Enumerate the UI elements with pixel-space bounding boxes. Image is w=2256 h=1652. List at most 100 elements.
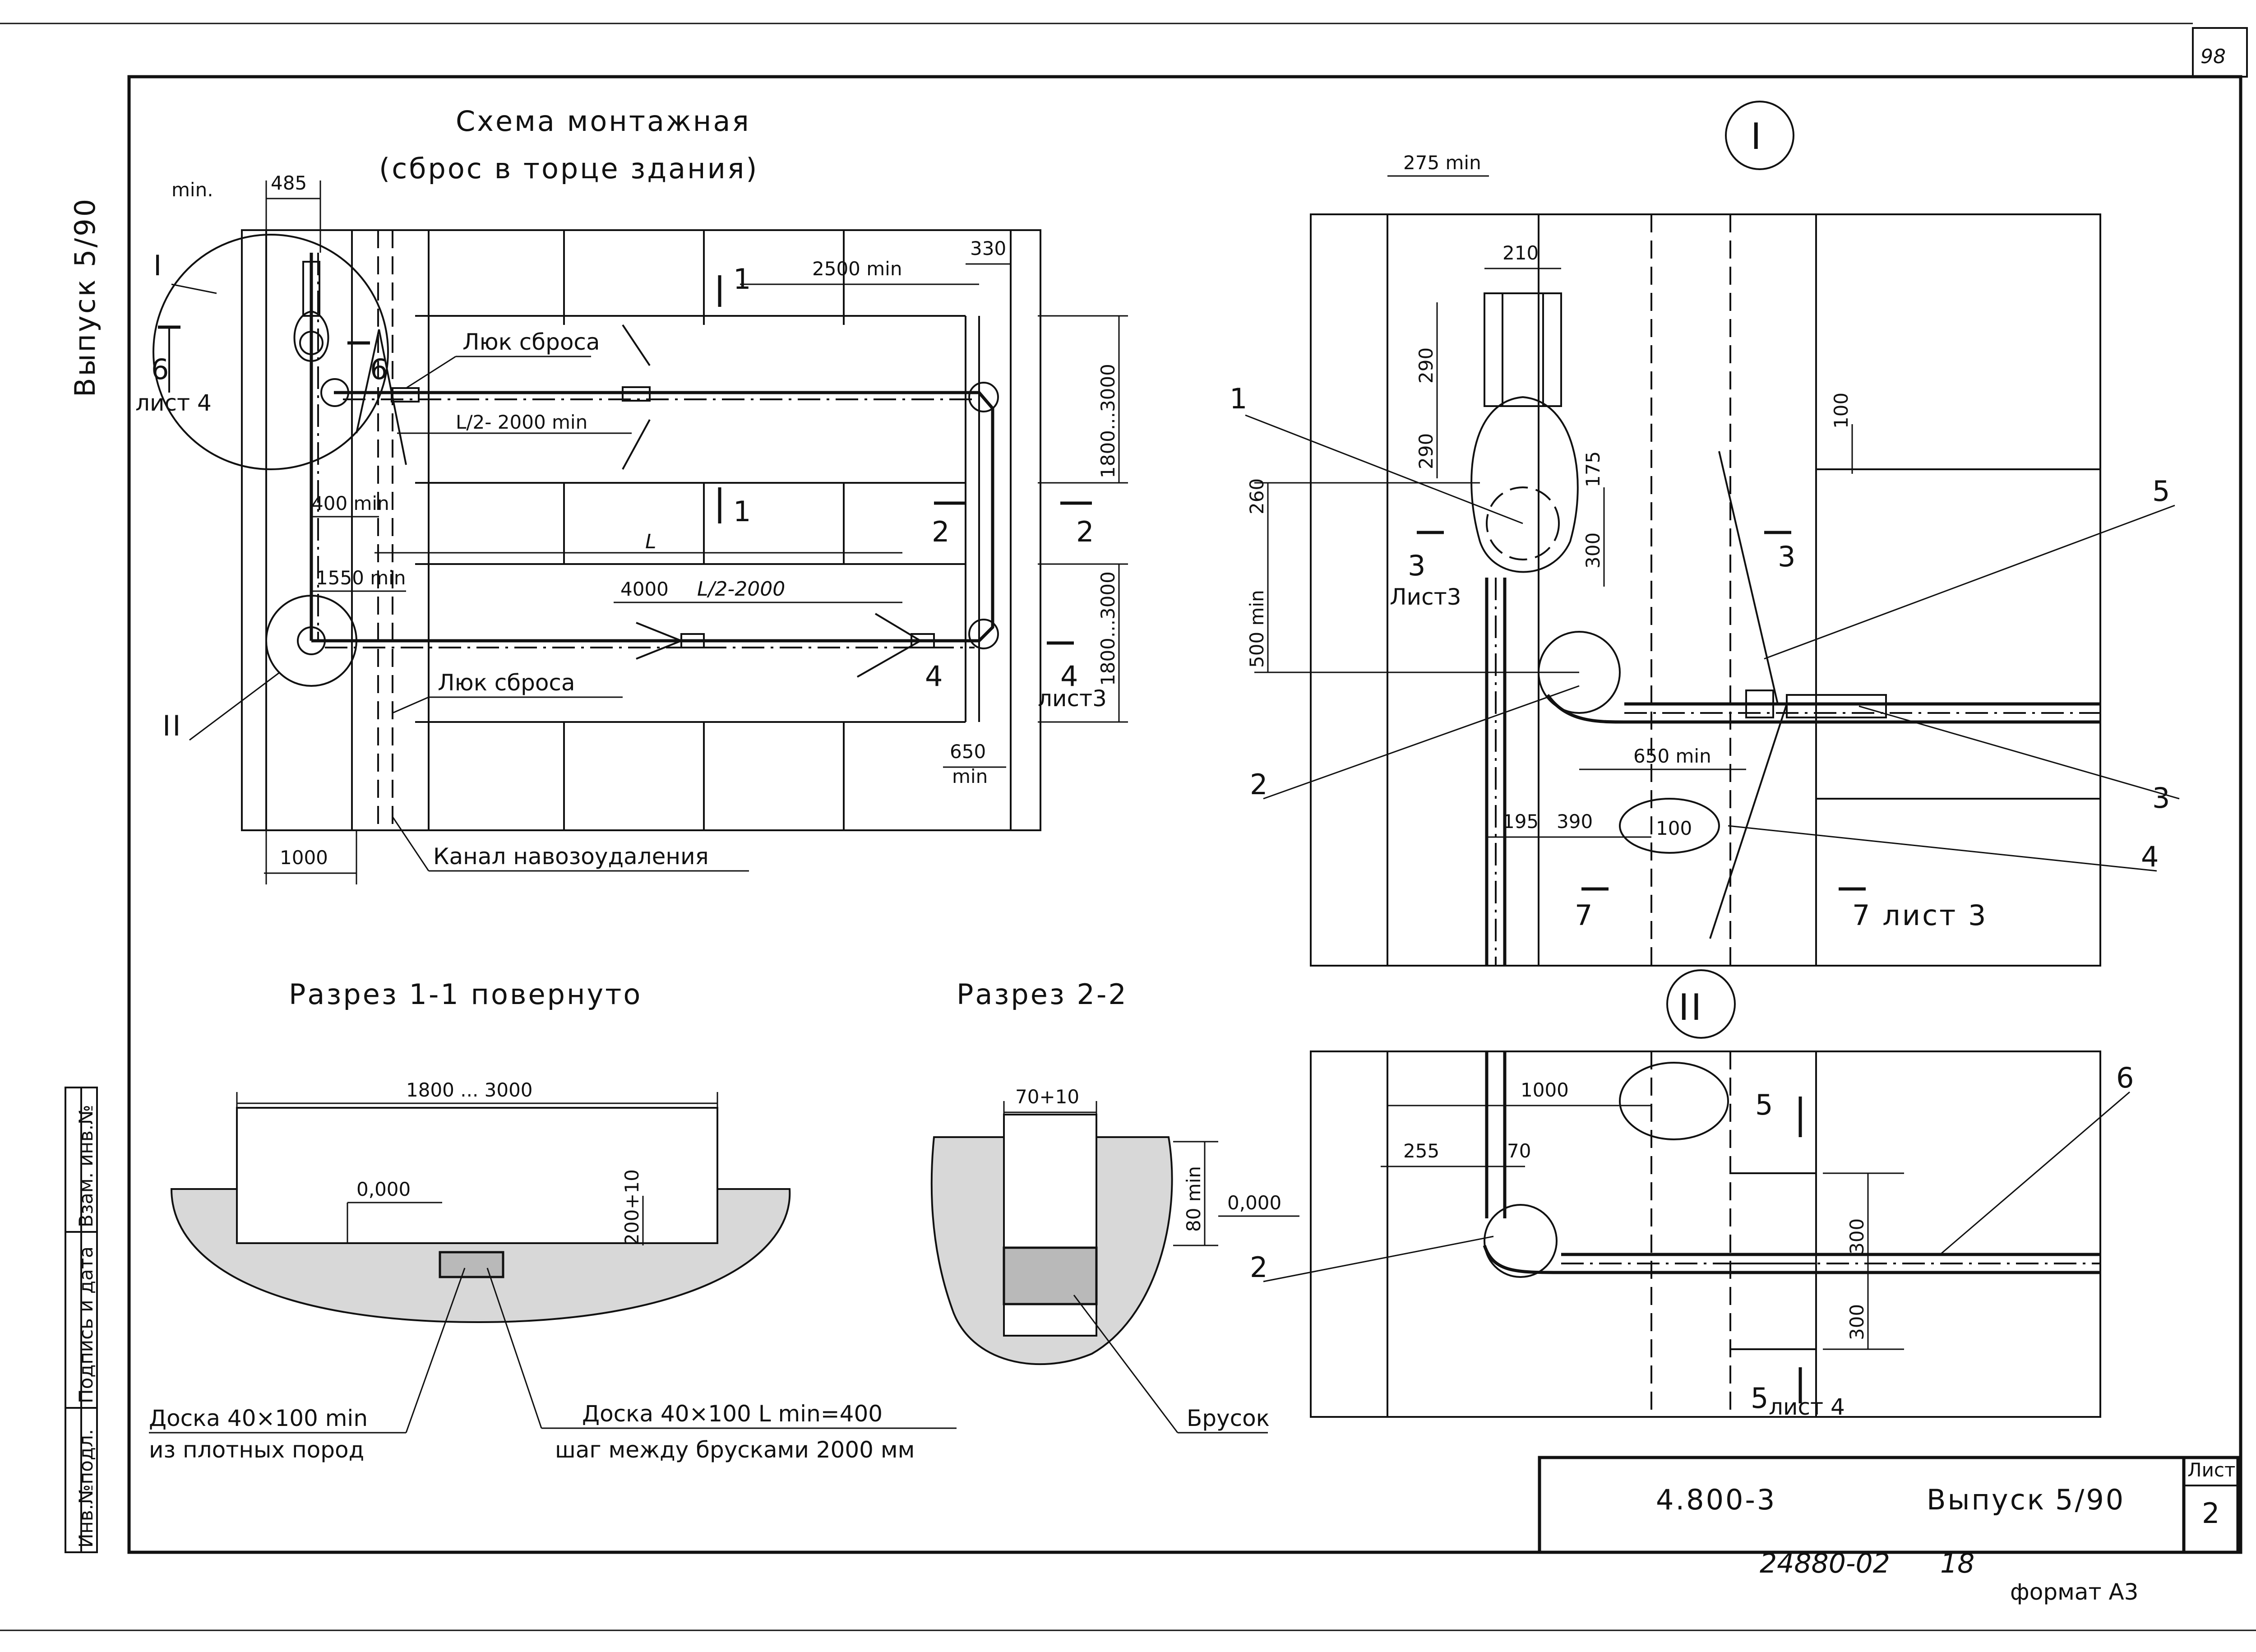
detailII-sec5-top: 5 bbox=[1755, 1088, 1775, 1121]
plan-sheet4: лист 4 bbox=[135, 390, 212, 416]
plan-sec2-right: 2 bbox=[1076, 515, 1096, 548]
detailII-marker: II bbox=[1678, 986, 1703, 1028]
detailII-sec5-bottom: 5 bbox=[1751, 1382, 1770, 1415]
issue-label: Выпуск bbox=[1927, 1483, 2046, 1516]
designation: 4.800-3 bbox=[1656, 1483, 1776, 1516]
plan-sec6-right: 6 bbox=[370, 353, 389, 386]
format-label: формат А3 bbox=[2010, 1579, 2138, 1605]
plan-dim-1550: 1550 min bbox=[316, 567, 406, 589]
section22-depth: 80 min bbox=[1183, 1166, 1205, 1232]
board1-line1: Доска 40×100 min bbox=[149, 1405, 368, 1431]
detailI-sec3-right: 3 bbox=[1778, 540, 1797, 573]
plan-dim-330: 330 bbox=[970, 237, 1006, 259]
detailI-dim275: 275 min bbox=[1403, 152, 1481, 174]
detailI-callout-1: 1 bbox=[1230, 382, 1249, 415]
section11-depth: 200+10 bbox=[621, 1169, 643, 1245]
detailI-sec7-left: 7 bbox=[1575, 899, 1594, 932]
detailI-sec3-left: 3 bbox=[1408, 549, 1427, 582]
plan-dim-4000: 4000 bbox=[620, 578, 669, 600]
detailI-callout-4: 4 bbox=[2141, 840, 2160, 873]
plan-dim-650: 650 bbox=[950, 740, 986, 763]
page-number: 98 bbox=[2201, 45, 2226, 68]
plan-sec4-left: 4 bbox=[925, 660, 944, 693]
detailI-dim650: 650 min bbox=[1633, 745, 1711, 767]
plan-dim-650-min: min bbox=[952, 765, 988, 787]
plan-half-bottom: L/2-2000 bbox=[697, 578, 785, 601]
section22-title: Разрез 2-2 bbox=[957, 978, 1128, 1011]
plan-hatch-top: Люк сброса bbox=[462, 329, 600, 355]
section11-level: 0,000 bbox=[356, 1178, 411, 1200]
detailI-callout-3: 3 bbox=[2152, 782, 2172, 814]
detailII-dim70: 70 bbox=[1507, 1140, 1531, 1162]
plan-sec6-left: 6 bbox=[151, 353, 171, 386]
plan-channel: Канал навозоудаления bbox=[433, 843, 709, 870]
detailI-dim390: 390 bbox=[1557, 810, 1593, 833]
section22-bar: Брусок bbox=[1187, 1405, 1270, 1431]
detailI-dim300: 300 bbox=[1582, 532, 1604, 569]
section11-span: 1800 ... 3000 bbox=[406, 1079, 533, 1101]
detailI-dim100: 100 bbox=[1830, 393, 1852, 429]
approval-columns: Инв.№подл. Подпись и дата Взам. инв.№ bbox=[65, 1087, 98, 1553]
plan-hatch-bottom: Люк сброса bbox=[438, 670, 575, 696]
section22-width: 70+10 bbox=[1015, 1086, 1079, 1108]
plan-min: min. bbox=[171, 179, 213, 201]
plan-subtitle: (сброс в торце здания) bbox=[379, 152, 758, 185]
board2-line1: Доска 40×100 L min=400 bbox=[582, 1401, 883, 1427]
detailI-marker: I bbox=[1751, 116, 1763, 157]
stamp-col-inv: Инв.№подл. bbox=[75, 1429, 97, 1548]
detailI-dim175: 175 bbox=[1582, 451, 1604, 487]
detailII-dim300a: 300 bbox=[1846, 1218, 1868, 1254]
sheet-number: 2 bbox=[2202, 1497, 2221, 1530]
detailI-dim500: 500 min bbox=[1246, 590, 1268, 668]
detailII-dim255: 255 bbox=[1403, 1140, 1439, 1162]
plan-sec4-right: 4 bbox=[1060, 660, 1080, 693]
detailII-callout-2: 2 bbox=[1250, 1251, 1269, 1284]
side-label: Выпуск 5/90 bbox=[69, 197, 102, 397]
detailI-dim210: 210 bbox=[1502, 242, 1539, 264]
archive-suffix: 18 bbox=[1940, 1548, 1974, 1579]
plan-view: Схема монтажная (сброс в торце здания) bbox=[135, 105, 1128, 884]
plan-detail-I: I bbox=[153, 249, 163, 282]
plan-sheet3: лист3 bbox=[1038, 685, 1107, 712]
detailI-sheet3: Лист3 bbox=[1390, 584, 1461, 610]
detail-I: I 275 min 210 290 bbox=[1230, 101, 2180, 967]
plan-dim-L: L bbox=[645, 530, 656, 553]
plan-sec2-left: 2 bbox=[932, 515, 951, 548]
archive-number: 24880-02 bbox=[1760, 1548, 1890, 1579]
stamp-col-sign: Подпись и дата bbox=[75, 1246, 97, 1403]
detailI-dim290a: 290 bbox=[1415, 347, 1437, 384]
detailI-dim260: 260 bbox=[1246, 478, 1268, 514]
sheet-label: Лист bbox=[2187, 1459, 2235, 1481]
section11-title: Разрез 1-1 повернуто bbox=[289, 978, 642, 1011]
section-1-1: Разрез 1-1 повернуто 1800 ... 3000 0,000… bbox=[149, 978, 957, 1463]
plan-dim-485: 485 bbox=[271, 172, 307, 194]
detail-II: II 1000 255 70 300 300 5 5 лист 4 2 6 bbox=[1250, 969, 2136, 1420]
issue-number: 5/90 bbox=[2055, 1483, 2125, 1516]
plan-dim-400: 400 min bbox=[311, 492, 389, 514]
detailII-dim1000: 1000 bbox=[1521, 1079, 1569, 1101]
detailII-sheet4: лист 4 bbox=[1769, 1394, 1845, 1420]
detailI-dim290b: 290 bbox=[1415, 433, 1437, 469]
detailII-dim300b: 300 bbox=[1846, 1304, 1868, 1340]
sheet-frame: 98 Выпуск 5/90 bbox=[0, 23, 2256, 1631]
plan-detail-II: II bbox=[162, 709, 183, 742]
detailI-callout-5: 5 bbox=[2152, 475, 2172, 508]
plan-title: Схема монтажная bbox=[456, 105, 751, 138]
detailI-dim100b: 100 bbox=[1656, 817, 1692, 839]
plan-dim-2500: 2500 min bbox=[812, 258, 902, 280]
stamp-col-repl: Взам. инв.№ bbox=[75, 1105, 97, 1227]
section22-level: 0,000 bbox=[1227, 1192, 1281, 1214]
plan-sec1-mid: 1 bbox=[733, 495, 753, 528]
plan-sec1-top: 1 bbox=[733, 263, 753, 296]
plan-half-top: L/2- 2000 min bbox=[456, 411, 587, 433]
section-2-2: Разрез 2-2 70+10 80 min 0,000 Брусок bbox=[930, 978, 1299, 1434]
board2-line2: шаг между брусками 2000 мм bbox=[555, 1437, 915, 1463]
detailI-dim195: 195 bbox=[1502, 810, 1539, 833]
plan-dim-bottom-span: 1800...3000 bbox=[1097, 571, 1119, 686]
plan-dim-top-span: 1800...3000 bbox=[1097, 364, 1119, 478]
detailII-callout-6: 6 bbox=[2116, 1061, 2136, 1094]
board1-line2: из плотных пород bbox=[149, 1437, 364, 1463]
plan-dim-1000: 1000 bbox=[280, 847, 328, 869]
detailI-callout-2: 2 bbox=[1250, 768, 1269, 801]
